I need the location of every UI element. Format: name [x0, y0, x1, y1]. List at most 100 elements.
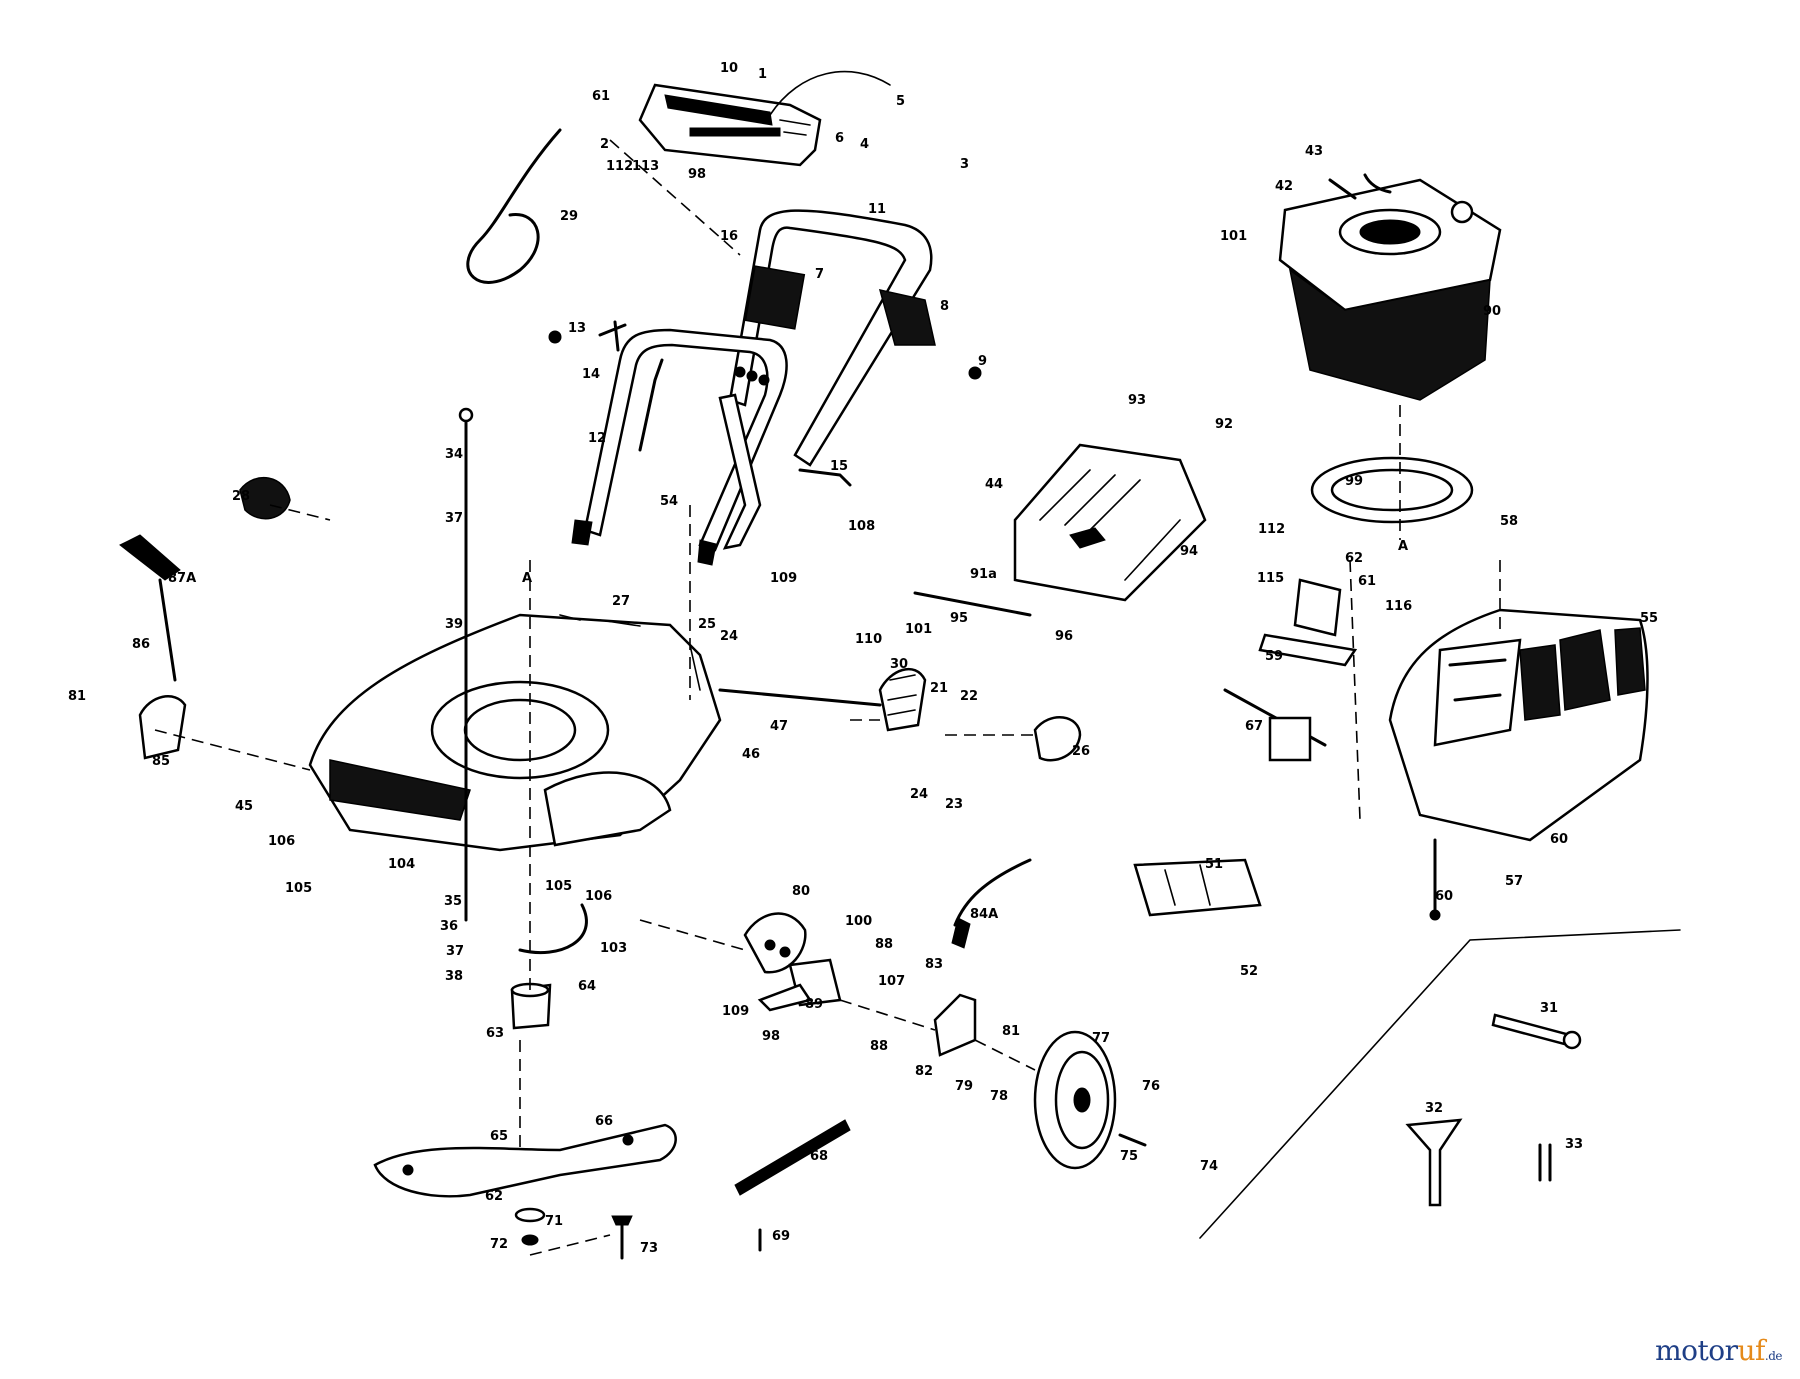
label-6: 6: [835, 131, 844, 146]
label-95: 95: [950, 611, 968, 626]
wheel-holder-plate: [933, 993, 977, 1057]
label-14: 14: [582, 367, 600, 382]
rear-wheel-adjuster: [878, 668, 927, 732]
label-64: 64: [578, 979, 596, 994]
label-91a: 91a: [970, 567, 997, 582]
label-79: 79: [955, 1079, 973, 1094]
watermark-part-a: motor: [1655, 1334, 1738, 1367]
motoruf-watermark: motoruf.de: [1655, 1334, 1782, 1367]
label-30: 30: [890, 657, 908, 672]
label-93: 93: [1128, 393, 1146, 408]
oil-funnel: [1405, 1118, 1463, 1207]
label-32: 32: [1425, 1101, 1443, 1116]
label-9: 9: [978, 354, 987, 369]
handle-center-rail: [718, 393, 762, 550]
label-106b: 106: [585, 889, 612, 904]
label-57: 57: [1505, 874, 1523, 889]
front-wheel-lever: [951, 858, 1032, 949]
gear-drive: [743, 912, 807, 974]
label-65: 65: [490, 1129, 508, 1144]
engine: [1278, 173, 1502, 401]
label-76: 76: [1142, 1079, 1160, 1094]
label-10: 10: [720, 61, 738, 76]
label-58: 58: [1500, 514, 1518, 529]
label-8: 8: [940, 299, 949, 314]
lower-handle: [571, 328, 788, 566]
label-94: 94: [1180, 544, 1198, 559]
label-101: 101: [1220, 229, 1247, 244]
label-A2: A: [1398, 539, 1408, 554]
label-83: 83: [925, 957, 943, 972]
mower-deck: [308, 613, 722, 852]
label-73: 73: [640, 1241, 658, 1256]
label-100: 100: [845, 914, 872, 929]
label-108: 108: [848, 519, 875, 534]
front-wheel: [1033, 1030, 1117, 1170]
label-51: 51: [1205, 857, 1223, 872]
label-37: 37: [445, 511, 463, 526]
axle-bolt: [1429, 838, 1441, 921]
part-labels: 61 10 1 2 5 3 6 4 112 113 98 29 11 16 7 …: [68, 61, 1658, 1256]
throttle-cable: [466, 128, 562, 284]
bottom-cover: [757, 983, 813, 1012]
label-43: 43: [1305, 144, 1323, 159]
label-98: 98: [688, 167, 706, 182]
label-28: 28: [232, 489, 250, 504]
handle-small-parts: [734, 366, 982, 487]
label-81: 81: [68, 689, 86, 704]
assembly-lines: [154, 139, 1501, 1256]
rear-wheel-cap: [1033, 716, 1082, 762]
front-hub-bolt: [1118, 1133, 1147, 1147]
upper-handle: [728, 209, 936, 467]
label-99: 99: [1345, 474, 1363, 489]
label-68: 68: [810, 1149, 828, 1164]
label-31: 31: [1540, 1001, 1558, 1016]
label-59: 59: [1265, 649, 1283, 664]
label-116: 116: [1385, 599, 1412, 614]
label-88b: 88: [870, 1039, 888, 1054]
label-85: 85: [152, 754, 170, 769]
label-90: 90: [1483, 304, 1501, 319]
blade-bolt: [611, 1215, 633, 1260]
label-4: 4: [860, 137, 869, 152]
label-38: 38: [445, 969, 463, 984]
label-7: 7: [815, 267, 824, 282]
label-29: 29: [560, 209, 578, 224]
label-78: 78: [990, 1089, 1008, 1104]
axle-rod: [913, 591, 1032, 617]
label-69: 69: [772, 1229, 790, 1244]
label-71: 71: [545, 1214, 563, 1229]
label-101b: 101: [905, 622, 932, 637]
label-80: 80: [792, 884, 810, 899]
label-60: 60: [1550, 832, 1568, 847]
label-44: 44: [985, 477, 1003, 492]
mulch-blade: [734, 1119, 851, 1196]
label-23: 23: [945, 797, 963, 812]
catcher-rod: [1223, 688, 1327, 762]
label-60b: 60: [1435, 889, 1453, 904]
label-A: A: [522, 571, 532, 586]
label-47: 47: [770, 719, 788, 734]
label-114: 112: [1258, 522, 1285, 537]
label-61: 61: [592, 89, 610, 104]
clip: [1538, 1143, 1552, 1182]
label-74: 74: [1200, 1159, 1218, 1174]
label-46: 46: [742, 747, 760, 762]
label-12: 12: [588, 431, 606, 446]
label-54: 54: [660, 494, 678, 509]
label-37b: 37: [446, 944, 464, 959]
label-103: 103: [600, 941, 627, 956]
label-109: 109: [770, 571, 797, 586]
label-62: 62: [1345, 551, 1363, 566]
label-36: 36: [440, 919, 458, 934]
blade-adapter: [510, 982, 552, 1030]
grass-catcher-frame: [1013, 443, 1207, 602]
label-1: 1: [758, 67, 767, 82]
label-55: 55: [1640, 611, 1658, 626]
label-82: 82: [915, 1064, 933, 1079]
label-66: 66: [595, 1114, 613, 1129]
label-3: 3: [960, 157, 969, 172]
watermark-part-b: uf: [1737, 1334, 1765, 1367]
label-11: 11: [868, 202, 886, 217]
